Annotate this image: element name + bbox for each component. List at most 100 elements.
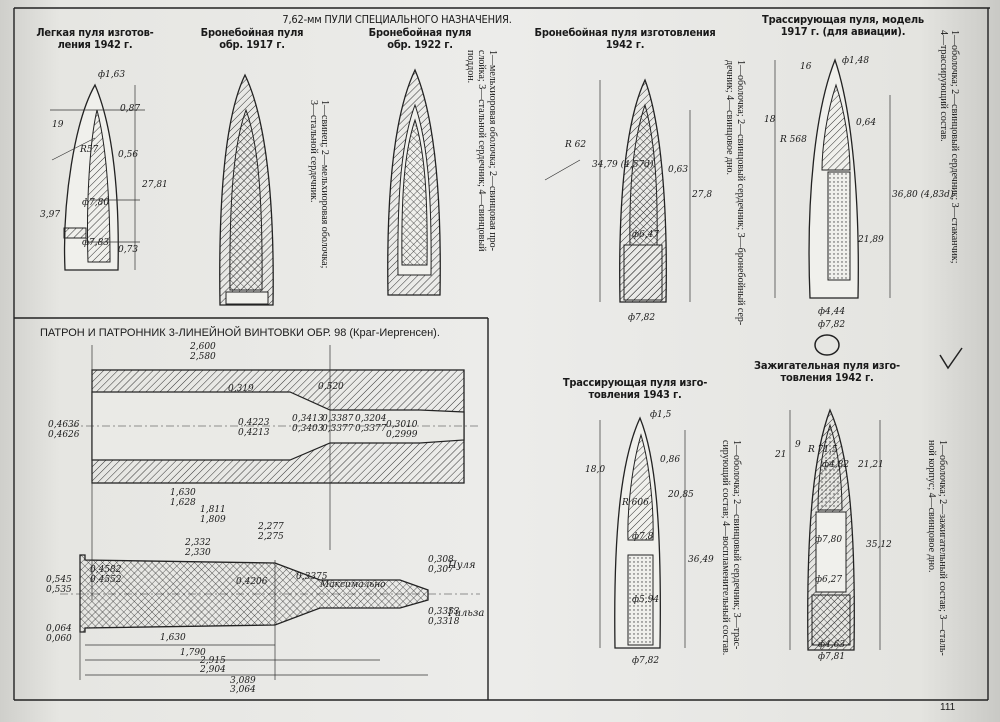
dim-02999: 0,2999 [386,430,418,440]
dim-0535: 0,535 [46,585,72,595]
dim-0064: 0,064 [46,624,72,634]
dim-inc-2121: 21,21 [858,460,884,470]
dim-0060: 0,060 [46,634,72,644]
hand-check-marks [814,334,963,370]
dim-light-783: ф7,83 [82,238,110,248]
dim-light-19: 19 [52,120,64,130]
ap-1917-drawing [219,73,274,306]
title-ap-1917: Бронебойная пуля обр. 1917 г. [192,27,312,51]
dim-light-2781: 27,81 [142,180,168,190]
title-ap-1942: Бронебойная пуля изготовления 1942 г. [530,27,720,51]
dim-1790: 1,790 [180,648,206,658]
dim-2915: 2,915 [200,656,226,666]
dim-light-780: ф7,80 [82,198,110,208]
dim-tr43-086: 0,86 [660,455,681,465]
dim-03387: 0,3387 [322,414,354,424]
dim-inc-3512: 35,12 [866,540,892,550]
dim-04206: 0,4206 [236,577,268,587]
cartridge-label-bullet: Пуля [448,560,476,571]
dim-tr43-15: ф1,5 [650,410,672,420]
dim-tr43-3649: 36,49 [688,555,714,565]
dim-light-163: ф1,63 [98,70,126,80]
dim-ap42-063: 0,63 [668,165,689,175]
chamber-drawing [70,345,480,600]
dim-04582: 0,4582 [90,565,122,575]
dim-light-397: 3,97 [40,210,61,220]
dim-tr43-78: ф7,8 [632,532,654,542]
dim-2332: 2,332 [185,538,211,548]
dim-light-073: 0,73 [118,245,139,255]
title-text: Бронебойная пуля обр. 1922 г. [368,26,472,51]
dim-2580: 2,580 [190,352,216,362]
dim-04552: 0,4552 [90,575,122,585]
dim-tr17-148: ф1,48 [842,56,870,66]
dim-03377a: 0,3377 [322,424,354,434]
dim-1809: 1,809 [200,515,226,525]
dim-tr17-064: 0,64 [856,118,877,128]
dim-light-056: 0,56 [118,150,139,160]
dim-03377b: 0,3377 [355,424,387,434]
main-title: 7,62-мм ПУЛИ СПЕЦИАЛЬНОГО НАЗНАЧЕНИЯ. [282,13,512,26]
cartridge-label-max: Максимально [320,580,386,590]
ap-1922-drawing [387,68,441,296]
dim-03403: 0,3403 [292,424,324,434]
dim-tr43-180: 18,0 [585,465,606,475]
title-text: Легкая пуля изготов- ления 1942 г. [36,26,154,51]
title-text: Зажигательная пуля изго- товления 1942 г… [754,359,900,384]
dim-tr43-2085: 20,85 [668,490,694,500]
tracer-1917-drawing [774,58,891,299]
dim-04626: 0,4626 [48,430,80,440]
ap-1942-drawing [544,78,691,303]
dim-tr17-782: ф7,82 [818,320,846,330]
dim-inc-780: ф7,80 [815,535,843,545]
dim-03010: 0,3010 [386,420,418,430]
dim-ap42-r62: R 62 [565,140,587,150]
dim-04223: 0,4223 [238,418,270,428]
dim-inc-482: ф4,82 [822,460,850,470]
dim-tr17-16: 16 [800,62,812,72]
title-text: Бронебойная пуля обр. 1917 г. [200,26,304,51]
title-tracer-1917: Трассирующая пуля, модель 1917 г. (для а… [758,14,928,38]
dim-03204: 0,3204 [355,414,387,424]
dim-inc-r715: R 71,5 [808,445,838,455]
dim-03318: 0,3318 [428,617,460,627]
title-light-bullet: Легкая пуля изготов- ления 1942 г. [30,27,160,51]
dim-03353: 0,3353 [428,607,460,617]
dim-04213: 0,4213 [238,428,270,438]
dim-inc-781: ф7,81 [818,652,846,662]
dim-0319: 0,319 [228,384,254,394]
dim-tr17-r568: R 568 [780,135,807,145]
dim-03413: 0,3413 [292,414,324,424]
dim-1811: 1,811 [200,505,226,515]
dim-tr43-782: ф7,82 [632,656,660,666]
dim-0308: 0,308 [428,555,454,565]
dim-2275: 2,275 [258,532,284,542]
dim-1628: 1,628 [170,498,196,508]
dim-04636: 0,4636 [48,420,80,430]
dim-2330: 2,330 [185,548,211,558]
page-number: 111 [940,702,956,713]
dim-0307: 0,307 [428,565,454,575]
dim-light-087: 0,87 [120,104,141,114]
dim-light-r57: R57 [80,145,99,155]
dim-0545: 0,545 [46,575,72,585]
dim-2600: 2,600 [190,342,216,352]
dim-ap42-782: ф7,82 [628,313,656,323]
dim-tr17-3680: 36,80 (4,83d) [892,190,954,200]
dim-0520: 0,520 [318,382,344,392]
dim-tr43-594: ф5,94 [632,595,660,605]
title-tracer-1943: Трассирующая пуля изго- товления 1943 г. [555,377,715,401]
dim-ap42-278: 27,8 [692,190,713,200]
cartridge-drawing [60,554,480,680]
light-bullet-drawing [50,83,145,271]
dim-inc-463: ф4,63 [818,640,846,650]
title-ap-1922: Бронебойная пуля обр. 1922 г. [360,27,480,51]
dim-3089: 3,089 [230,676,256,686]
dim-tr17-444: ф4,44 [818,307,846,317]
dim-inc-9: 9 [795,440,801,450]
dim-tr17-2189: 21,89 [858,235,884,245]
dim-3064: 3,064 [230,685,256,695]
title-text: Трассирующая пуля изго- товления 1943 г. [562,376,708,401]
dim-tr17-18: 18 [764,115,776,125]
